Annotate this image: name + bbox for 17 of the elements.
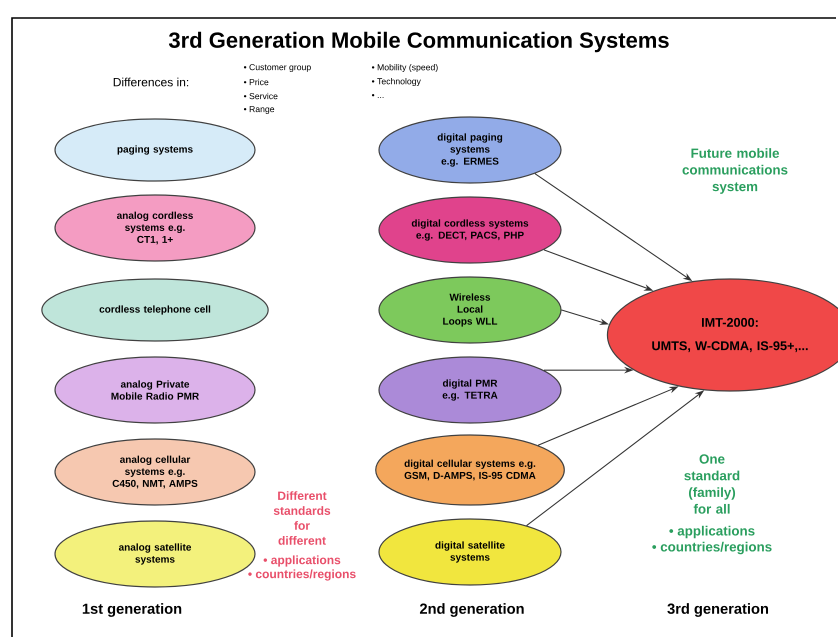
bullet-item: • Mobility (speed) (372, 64, 438, 72)
column-heading: 3rd generation (667, 603, 768, 617)
column-heading: 2nd generation (420, 603, 524, 617)
bullet-item: • Range (244, 106, 274, 114)
heading-text: Differences in: (114, 78, 188, 86)
title: 3rd Generation Mobile Communication Systems (168, 32, 669, 52)
bullet-item: • applications (669, 526, 755, 538)
bullet-item: • Service (244, 92, 278, 100)
column-heading: 1st generation (82, 603, 182, 617)
bullet-item: • countries/regions (652, 542, 772, 554)
note-text: Different standards for different (274, 491, 330, 545)
note-text: Future mobile communications system (682, 148, 788, 194)
bullet-item: • Technology (372, 78, 421, 86)
bullet-item: • ... (372, 94, 384, 98)
note-text: One standard (family) for all (684, 454, 740, 514)
bullet-item: • Price (244, 78, 268, 86)
bullet-item: • Customer group (244, 64, 311, 72)
